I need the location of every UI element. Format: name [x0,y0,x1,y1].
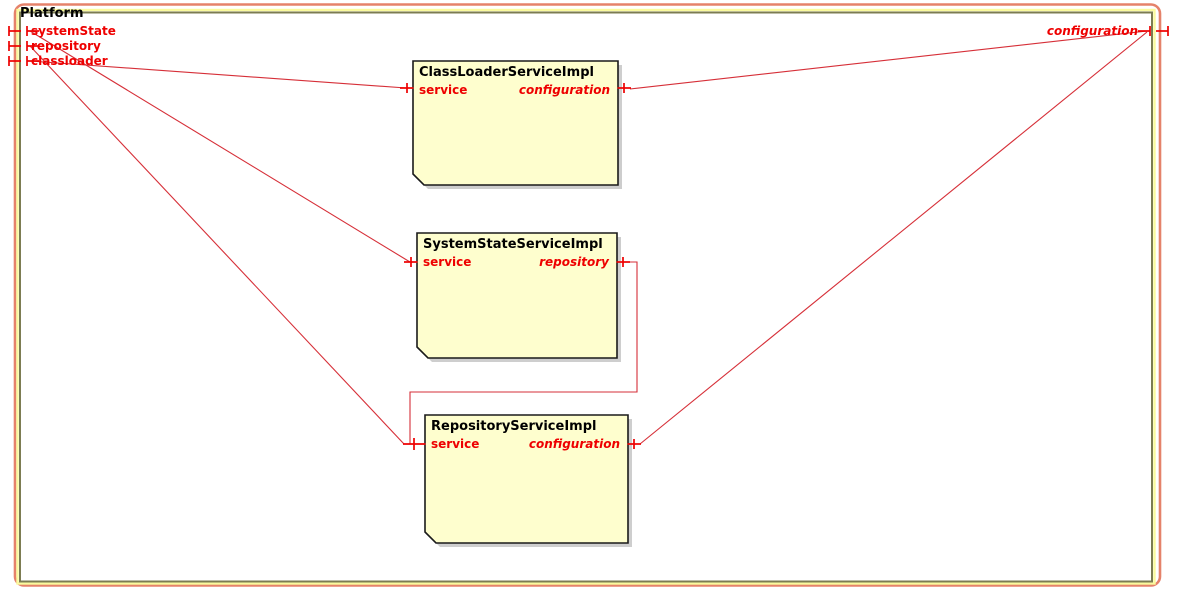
platform-frame [13,3,1162,587]
repository-box [424,414,629,544]
component-port-label-configuration: configuration [518,83,610,97]
component-port-label-repository: repository [539,255,609,269]
component-title: SystemStateServiceImpl [423,237,603,252]
systemstate-box [416,232,618,359]
repository-configuration-port-icon [627,439,641,449]
component-port-label-service: service [423,255,472,269]
port-configuration-icon [1138,26,1169,36]
classloader-configuration-port-icon [617,83,631,93]
platform-port-label-systemstate: systemState [31,24,116,38]
edge-systemstate-to-systemstateservice [29,30,411,263]
component-title: ClassLoaderServiceImpl [419,65,594,80]
platform-border [19,11,1153,583]
component-port-label-service: service [419,83,468,97]
port-repository-icon [8,41,39,51]
port-ticks [8,26,1169,450]
component-port-label-configuration: configuration [528,437,620,451]
port-systemstate-icon [8,26,39,36]
systemstate-repository-port-icon [616,257,630,267]
repository-service-port-icon [403,438,426,450]
edge-systemstaterepo-to-repositoryservice [409,261,638,444]
component-systemstateserviceimpl: SystemStateServiceImpl service repositor… [417,233,617,358]
component-classloaderserviceimpl: ClassLoaderServiceImpl service configura… [413,61,618,185]
connection-lines [29,30,1148,445]
component-port-label-service: service [431,437,480,451]
classloader-box [412,60,619,186]
platform-frame-glow [16,8,1156,585]
port-classloader-icon [8,56,39,66]
platform-port-label-configuration: configuration [1046,24,1138,38]
component-repositoryserviceimpl: RepositoryServiceImpl service configurat… [425,415,628,543]
platform-title: Platform [20,6,84,21]
component-title: RepositoryServiceImpl [431,419,597,434]
edge-classloaderconfig-to-platformconfig [629,30,1148,90]
edge-classloader-to-classloaderservice [29,60,407,89]
component-port-row: service configuration [431,437,620,451]
classloader-service-port-icon [400,83,414,93]
systemstate-service-port-icon [404,257,418,267]
platform-port-label-repository: repository [31,39,101,53]
component-port-row: service configuration [419,83,610,97]
component-port-row: service repository [423,255,609,269]
platform-frame-outer [13,3,1162,587]
edge-repositoryconfig-to-platformconfig [639,31,1148,445]
edge-repository-to-repositoryservice [29,45,405,445]
component-boxes [412,60,629,544]
platform-port-label-classloader: classloader [31,54,108,68]
